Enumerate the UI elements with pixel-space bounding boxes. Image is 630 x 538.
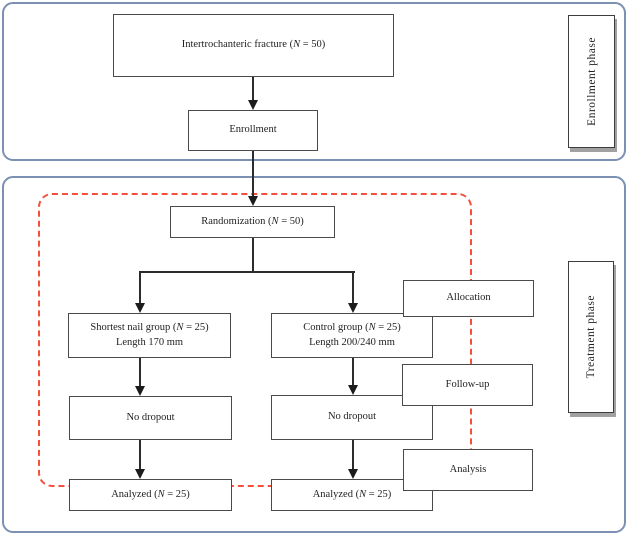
- node-shortest-nail-group: Shortest nail group (N = 25) Length 170 …: [68, 313, 231, 358]
- connector-branch-left: [139, 271, 141, 304]
- arrowhead-analyzed-right: [348, 469, 358, 479]
- node-randomization: Randomization (N = 50): [170, 206, 335, 238]
- enrollment-phase-section: [2, 2, 626, 161]
- node-no-dropout-left: No dropout: [69, 396, 232, 440]
- node-label: Enrollment: [229, 124, 277, 136]
- node-analysis: Analysis: [403, 449, 533, 491]
- node-label: Follow-up: [445, 378, 490, 390]
- node-label: Analyzed (N = 25): [111, 488, 190, 500]
- arrowhead-enrollment: [248, 100, 258, 110]
- dashed-highlight-outline: [38, 193, 472, 487]
- connector-randomization-branch: [252, 238, 254, 273]
- enrollment-phase-label-box: Enrollment phase: [568, 15, 615, 148]
- treatment-phase-section: [2, 176, 626, 533]
- node-label: Control group (N = 25): [303, 321, 401, 333]
- node-analyzed-right: Analyzed (N = 25): [271, 479, 433, 511]
- node-label: Allocation: [446, 292, 491, 304]
- node-label-line2: Length 200/240 mm: [309, 336, 395, 348]
- node-followup: Follow-up: [402, 364, 533, 406]
- node-label: No dropout: [126, 411, 175, 423]
- connector-branch-horizontal: [139, 271, 355, 273]
- connector-fracture-enrollment: [252, 77, 254, 101]
- connector-branch-right: [352, 271, 354, 304]
- node-allocation: Allocation: [403, 280, 534, 317]
- connector-shortest-nodropout: [139, 358, 141, 387]
- node-enrollment: Enrollment: [188, 110, 318, 151]
- node-label: Analyzed (N = 25): [312, 488, 392, 500]
- connector-control-nodropout: [352, 358, 354, 386]
- arrowhead-analyzed-left: [135, 469, 145, 479]
- node-label: No dropout: [327, 411, 377, 423]
- arrowhead-nodropout-left: [135, 386, 145, 396]
- node-analyzed-left: Analyzed (N = 25): [69, 479, 232, 511]
- treatment-phase-label: Treatment phase: [585, 295, 597, 379]
- node-label: Randomization (N = 50): [201, 215, 304, 227]
- arrowhead-randomization: [248, 196, 258, 206]
- arrowhead-control-group: [348, 303, 358, 313]
- connector-nodropout-analyzed-left: [139, 440, 141, 469]
- node-label: Analysis: [449, 463, 487, 475]
- node-control-group: Control group (N = 25) Length 200/240 mm: [271, 313, 433, 358]
- arrowhead-shortest-group: [135, 303, 145, 313]
- connector-nodropout-analyzed-right: [352, 440, 354, 469]
- treatment-phase-label-box: Treatment phase: [568, 261, 614, 413]
- node-label: Shortest nail group (N = 25): [90, 321, 209, 333]
- node-intertrochanteric-fracture: Intertrochanteric fracture (N = 50): [113, 14, 394, 77]
- node-label-line2: Length 170 mm: [115, 336, 184, 348]
- arrowhead-nodropout-right: [348, 385, 358, 395]
- node-label: Intertrochanteric fracture (N = 50): [181, 39, 326, 51]
- connector-enrollment-randomization: [252, 150, 254, 197]
- enrollment-phase-label: Enrollment phase: [585, 37, 598, 126]
